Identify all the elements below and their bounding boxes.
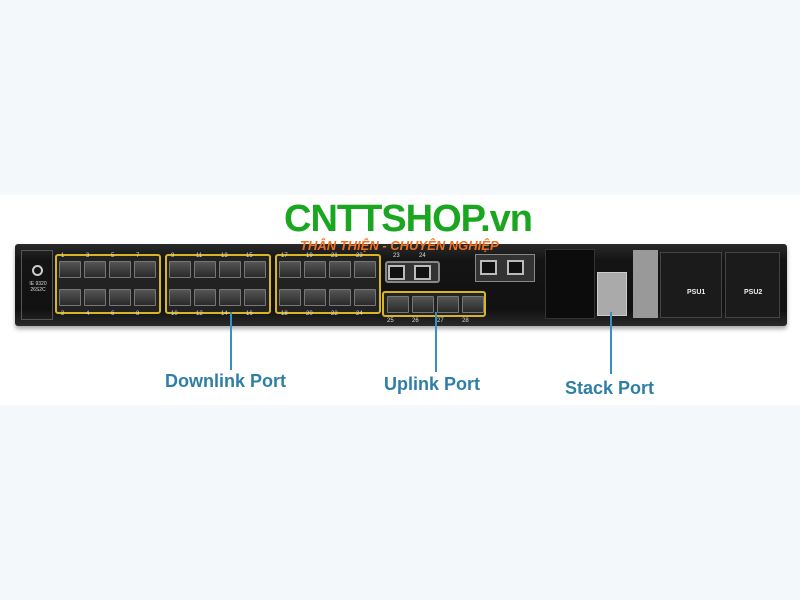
rj45-port[interactable] [388, 265, 405, 280]
port-number: 4 [86, 311, 90, 317]
sfp-port[interactable] [329, 289, 351, 306]
port-number: 21 [331, 253, 338, 259]
port-number: 18 [281, 311, 288, 317]
uplink-sfp-port[interactable] [412, 296, 434, 313]
sfp-port[interactable] [84, 289, 106, 306]
brand-slogan: THÂN THIỆN - CHUYÊN NGHIỆP [300, 238, 499, 253]
downlink-leader-line [230, 312, 232, 370]
port-number: 10 [171, 311, 178, 317]
sfp-port[interactable] [84, 261, 106, 278]
model-label: IE 9320 26S2C [29, 281, 47, 293]
port-number: 22 [331, 311, 338, 317]
port-number: 24 [419, 253, 426, 259]
uplink-sfp-port[interactable] [437, 296, 459, 313]
port-number: 17 [281, 253, 288, 259]
port-number: 27 [437, 318, 444, 324]
cisco-bracket [545, 249, 595, 319]
psu1: PSU1 [660, 252, 722, 318]
port-number: 26 [412, 318, 419, 324]
port-number: 8 [136, 311, 140, 317]
sfp-port[interactable] [304, 289, 326, 306]
port-number: 2 [61, 311, 65, 317]
port-number: 9 [171, 253, 175, 259]
sfp-port[interactable] [169, 289, 191, 306]
sfp-port[interactable] [244, 261, 266, 278]
port-number: 23 [393, 253, 400, 259]
sfp-port[interactable] [169, 261, 191, 278]
port-number: 16 [246, 311, 253, 317]
sfp-port[interactable] [194, 261, 216, 278]
sfp-port[interactable] [59, 261, 81, 278]
uplink-leader-line [435, 312, 437, 372]
uplink-sfp-port[interactable] [387, 296, 409, 313]
stack-port-label: Stack Port [565, 378, 655, 398]
reset-button [32, 265, 43, 276]
port-number: 25 [387, 318, 394, 324]
sfp-port[interactable] [194, 289, 216, 306]
psu1-label: PSU1 [687, 289, 706, 296]
port-number: 3 [86, 253, 90, 259]
port-number: 12 [196, 311, 203, 317]
port-number: 11 [196, 253, 203, 259]
sfp-port[interactable] [244, 289, 266, 306]
sfp-port[interactable] [134, 261, 156, 278]
port-number: 6 [111, 311, 115, 317]
brand-logo: CNTTSHOP.vn [284, 198, 533, 240]
sfp-port[interactable] [279, 261, 301, 278]
port-number: 28 [462, 318, 469, 324]
downlink-port-label: Downlink Port [165, 371, 286, 391]
port-number: 1 [61, 253, 65, 259]
sfp-port[interactable] [109, 261, 131, 278]
sfp-port[interactable] [109, 289, 131, 306]
stack-ports[interactable] [597, 272, 627, 316]
sfp-port[interactable] [134, 289, 156, 306]
sfp-port[interactable] [329, 261, 351, 278]
sfp-port[interactable] [354, 289, 376, 306]
port-number: 5 [111, 253, 115, 259]
management-rj45-port[interactable] [480, 260, 497, 275]
rj45-port[interactable] [414, 265, 431, 280]
port-number: 20 [306, 311, 313, 317]
psu-bay-screws [633, 250, 658, 318]
uplink-port-label: Uplink Port [384, 374, 481, 394]
sfp-port[interactable] [219, 289, 241, 306]
stack-leader-line [610, 312, 612, 374]
psu2-label: PSU2 [744, 289, 763, 296]
port-number: 24 [356, 311, 363, 317]
sfp-port[interactable] [279, 289, 301, 306]
port-number: 14 [221, 311, 228, 317]
management-rj45-port[interactable] [507, 260, 524, 275]
port-number: 15 [246, 253, 253, 259]
port-number: 13 [221, 253, 228, 259]
port-number: 23 [356, 253, 363, 259]
port-number: 19 [306, 253, 313, 259]
sfp-port[interactable] [354, 261, 376, 278]
psu2: PSU2 [725, 252, 780, 318]
sfp-port[interactable] [219, 261, 241, 278]
uplink-sfp-port[interactable] [462, 296, 484, 313]
port-number: 7 [136, 253, 140, 259]
sfp-port[interactable] [59, 289, 81, 306]
console-panel: IE 9320 26S2C [21, 250, 53, 320]
sfp-port[interactable] [304, 261, 326, 278]
